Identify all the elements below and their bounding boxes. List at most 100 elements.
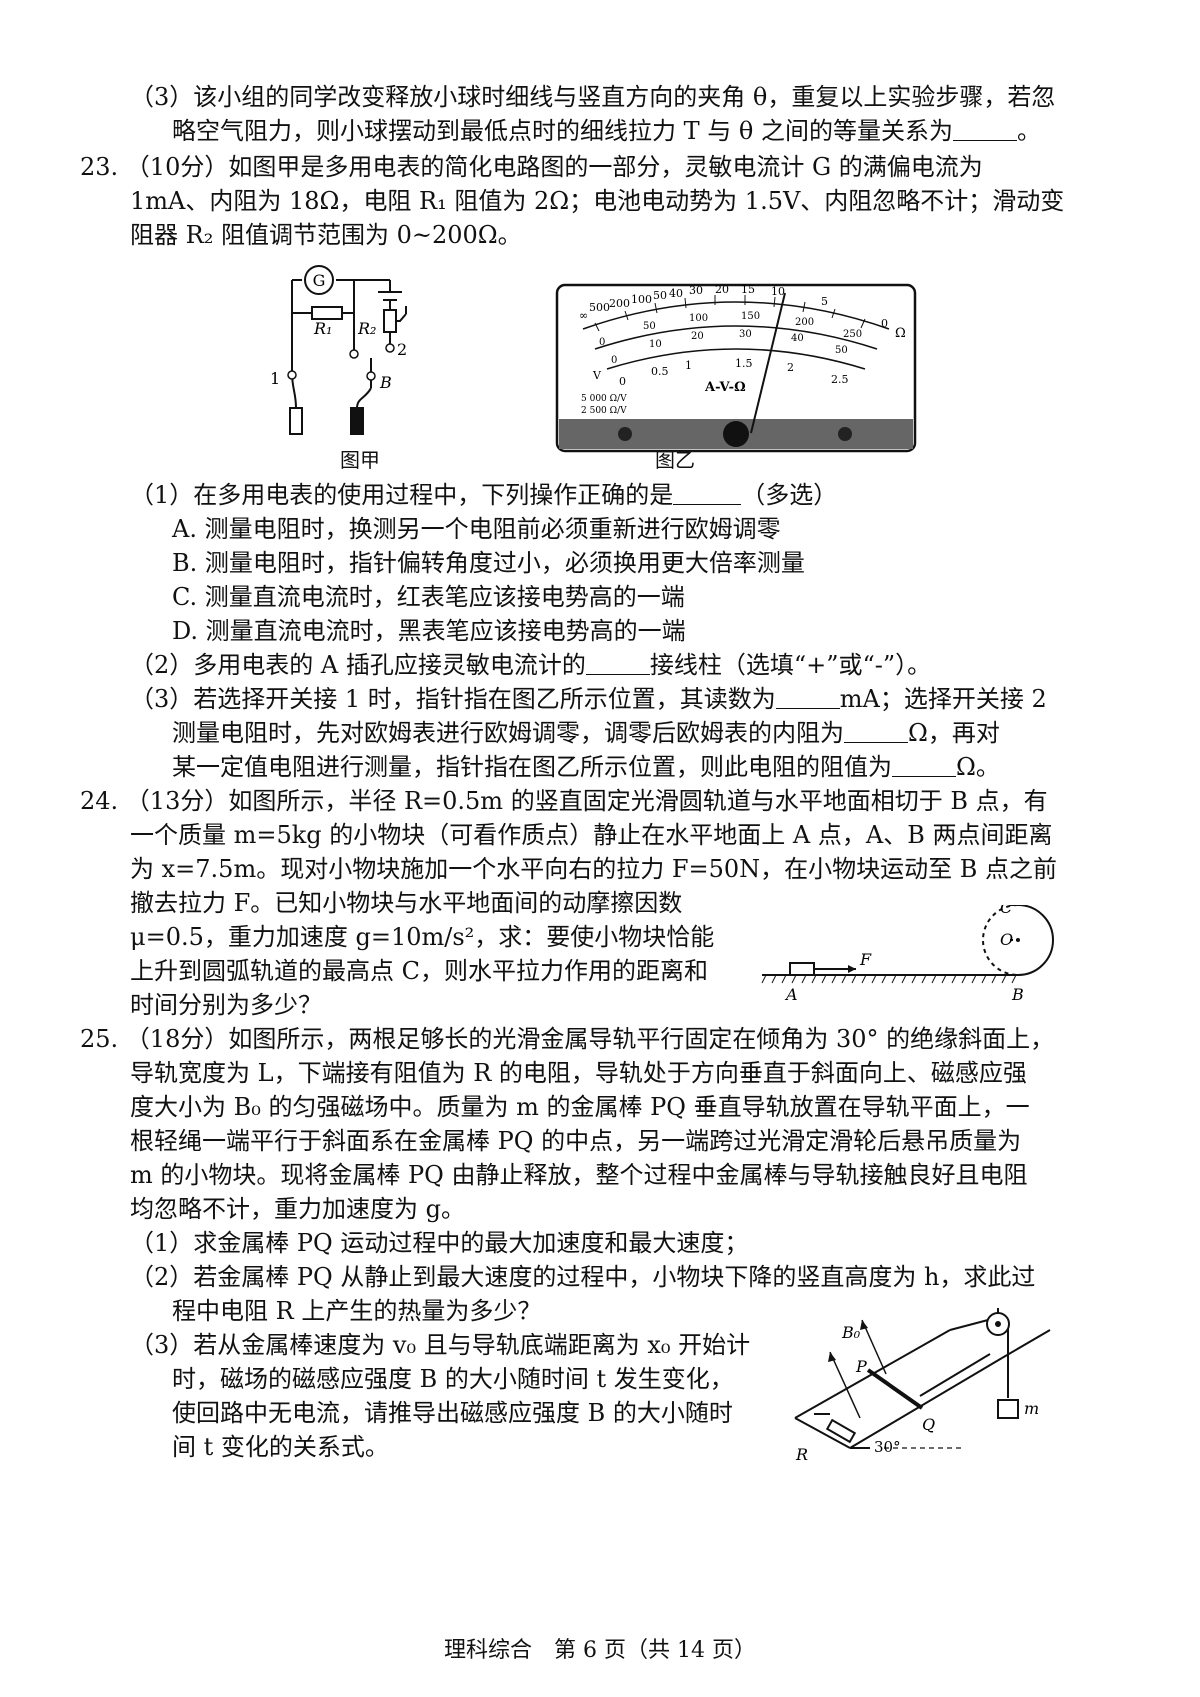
q25-line6: 均忽略不计，重力加速度为 g。 (130, 1195, 465, 1223)
q25-line1: 25. （18分）如图所示，两根足够长的光滑金属导轨平行固定在倾角为 30° 的… (80, 1025, 1055, 1053)
figure-b-caption: 图乙 (655, 448, 695, 472)
q23-line3: 阻器 R₂ 阻值调节范围为 0~200Ω。 (130, 221, 522, 249)
q23-s1-line: （1）在多用电表的使用过程中，下列操作正确的是（多选） (130, 478, 837, 513)
terminal-1-label: 1 (270, 369, 280, 388)
label-f: F (859, 950, 872, 969)
answer-blank[interactable] (892, 752, 956, 777)
q23-s2-text: （2）多用电表的 A 插孔应接灵敏电流计的 (130, 651, 586, 679)
label-b: B (1011, 985, 1024, 1004)
pulley-axle (995, 1321, 1001, 1327)
label-a: A (784, 985, 798, 1004)
label-m: m (1024, 1399, 1039, 1418)
mid-tick-250: 250 (843, 329, 862, 340)
q24-line4: 撤去拉力 F。已知小物块与水平地面间的动摩擦因数 (130, 889, 683, 917)
q23-s3-line1: （3）若选择开关接 1 时，指针指在图乙所示位置，其读数为 mA；选择开关接 2 (130, 682, 1047, 717)
q23-option-b: B. 测量电阻时，指针偏转角度过小，必须换用更大倍率测量 (172, 549, 805, 577)
mid-tick-0: 0 (599, 337, 605, 348)
field-arrowhead-right (860, 1320, 868, 1330)
label-o: O (1000, 930, 1013, 949)
q23-option-c: C. 测量直流电流时，红表笔应该接电势高的一端 (172, 583, 685, 611)
ohm-tick-50: 50 (653, 289, 667, 302)
q25-s3-line2: 时，磁场的磁感应强度 B 的大小随时间 t 发生变化， (172, 1365, 734, 1393)
q25-s3-line3: 使回路中无电流，请推导出磁感应强度 B 的大小随时 (172, 1399, 733, 1427)
q25-s3-line4: 间 t 变化的关系式。 (172, 1433, 389, 1461)
block (789, 962, 815, 976)
field-arrow-left (829, 1351, 861, 1419)
mid-tick-50: 50 (643, 321, 656, 332)
terminal-1-dot (287, 370, 297, 380)
mid2-tick-10: 10 (649, 339, 662, 350)
ohm-symbol: Ω (895, 326, 906, 341)
label-c: C (1000, 905, 1012, 917)
field-arrow-right (861, 1319, 887, 1375)
rod-pq (866, 1368, 924, 1410)
q22-3-line1: （3）该小组的同学改变释放小球时细线与竖直方向的夹角 θ，重复以上实验步骤，若忽 (130, 83, 1056, 111)
ohm-tick-20: 20 (715, 283, 729, 296)
label-p: P (855, 1357, 867, 1376)
low-tick-25: 2.5 (831, 373, 849, 386)
q24-line7: 时间分别为多少？ (130, 991, 322, 1019)
resistor (825, 1418, 857, 1444)
q24-line6: 上升到圆弧轨道的最高点 C，则水平拉力作用的距离和 (130, 957, 708, 985)
screw-left (618, 427, 632, 441)
track-figure-q24: F A B C O (761, 905, 1054, 1004)
answer-blank[interactable] (844, 718, 908, 743)
answer-blank[interactable] (673, 480, 742, 505)
q23-s2-end: 接线柱（选填“+”或“-”）。 (649, 651, 932, 679)
terminal-b-dot (366, 371, 376, 381)
q24-line1: 24. （13分）如图所示，半径 R=0.5m 的竖直固定光滑圆轨道与水平地面相… (80, 787, 1048, 815)
q24-line3: 为 x=7.5m。现对小物块施加一个水平向右的拉力 F=50N，在小物块运动至 … (130, 855, 1058, 883)
q25-s2-line1: （2）若金属棒 PQ 从静止到最大速度的过程中，小物块下降的竖直高度为 h，求此… (130, 1263, 1036, 1291)
low-tick-0: 0 (619, 375, 626, 388)
q23-s3-l2-text: 测量电阻时，先对欧姆表进行欧姆调零，调零后欧姆表的内阻为 (172, 719, 844, 747)
q24-line2: 一个质量 m=5kg 的小物块（可看作质点）静止在水平地面上 A 点，A、B 两… (130, 821, 1053, 849)
hanging-block (997, 1399, 1019, 1419)
figure-a-caption: 图甲 (340, 448, 380, 472)
dial-spec-2: 2 500 Ω/V (581, 406, 627, 416)
probe-black (350, 407, 364, 435)
q23-s1-end: （多选） (741, 481, 838, 509)
answer-blank[interactable] (775, 684, 840, 709)
terminal-b-label: B (379, 373, 392, 392)
mid-tick-200: 200 (795, 317, 814, 328)
r1-label: R₁ (313, 319, 332, 338)
screw-right (838, 427, 852, 441)
mid2-tick-40: 40 (791, 333, 804, 344)
ohm-tick-500: 500 (589, 301, 610, 314)
low-tick-2: 2 (787, 361, 794, 374)
q25-s2-line2: 程中电阻 R 上产生的热量为多少？ (172, 1297, 542, 1325)
q23-s3-l3-text: 某一定值电阻进行测量，指针指在图乙所示位置，则此电阻的阻值为 (172, 753, 892, 781)
galvanometer-label: G (313, 271, 326, 290)
ohm-tick-15: 15 (741, 283, 755, 296)
ohm-tick-5: 5 (821, 295, 828, 308)
field-arrowhead-left (828, 1352, 836, 1362)
dial-spec-1: 5 000 Ω/V (581, 394, 627, 404)
page-footer: 理科综合 第 6 页（共 14 页） (444, 1638, 756, 1663)
q22-3-line2-text: 略空气阻力，则小球摆动到最低点时的细线拉力 T 与 θ 之间的等量关系为 (172, 117, 953, 145)
ohm-tick-30: 30 (689, 284, 703, 297)
q23-s3-line3: 某一定值电阻进行测量，指针指在图乙所示位置，则此电阻的阻值为 Ω。 (172, 750, 1000, 785)
meter-pointer (750, 292, 786, 434)
zero-adjust-knob[interactable] (723, 421, 749, 447)
q22-3-line2-end: 。 (1016, 117, 1041, 145)
q23-s3-l1-text: （3）若选择开关接 1 时，指针指在图乙所示位置，其读数为 (130, 685, 776, 713)
q25-s3-line1: （3）若从金属棒速度为 v₀ 且与导轨底端距离为 x₀ 开始计 (130, 1331, 751, 1359)
ohm-tick-10: 10 (771, 285, 785, 298)
answer-blank[interactable] (585, 650, 650, 675)
r2-label: R₂ (357, 319, 376, 338)
q23-line1: 23. （10分）如图甲是多用电表的简化电路图的一部分，灵敏电流计 G 的满偏电… (80, 153, 983, 181)
ohm-tick-200: 200 (609, 297, 630, 310)
multimeter-dial-figure-b: ∞ 500 200 100 50 40 30 20 15 10 5 0 Ω 0 … (555, 283, 917, 453)
q24-line5: μ=0.5，重力加速度 g=10m/s²，求：要使小物块恰能 (130, 923, 715, 951)
q23-s3-l3-end: Ω。 (956, 753, 1000, 781)
answer-blank[interactable] (952, 116, 1017, 141)
mid-tick-100: 100 (689, 313, 708, 324)
mid-tick-150: 150 (741, 311, 760, 322)
q25-line4: 根轻绳一端平行于斜面系在金属棒 PQ 的中点，另一端跨过光滑定滑轮后悬吊质量为 (130, 1127, 1022, 1155)
q23-s3-l1-end: mA；选择开关接 2 (839, 685, 1047, 713)
label-b0: B₀ (841, 1323, 861, 1342)
terminal-2-label: 2 (397, 340, 407, 359)
force-arrowhead (848, 965, 856, 973)
q23-s2-line: （2）多用电表的 A 插孔应接灵敏电流计的 接线柱（选填“+”或“-”）。 (130, 648, 931, 683)
